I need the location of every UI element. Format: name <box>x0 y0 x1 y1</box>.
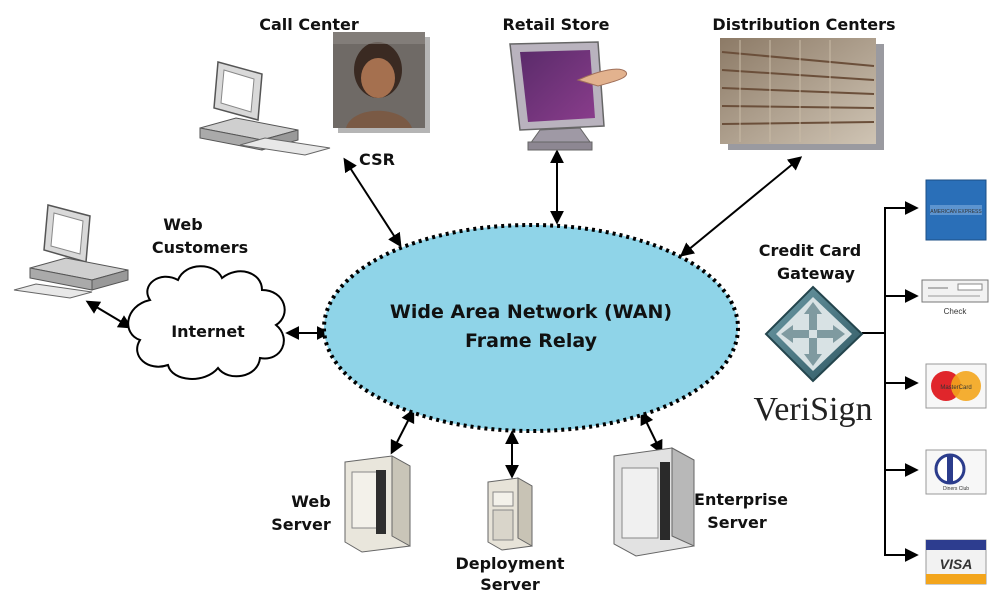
diners-club-icon: Diners Club <box>925 449 987 495</box>
call-center-label: Call Center <box>259 15 359 34</box>
retail-store-label: Retail Store <box>502 15 609 34</box>
enterprise-server-label-line2: Server <box>707 513 767 532</box>
visa-card-icon: VISA <box>925 539 987 585</box>
web-server-label-line2: Server <box>271 515 331 534</box>
verisign-logo: VeriSign <box>754 391 873 428</box>
distribution-centers-node: Distribution Centers <box>712 15 896 150</box>
web-server-label-line1: Web <box>291 492 330 511</box>
csr-label: CSR <box>359 150 395 169</box>
computer-icon <box>199 61 331 156</box>
mastercard-icon: MasterCard <box>925 363 987 409</box>
gateway-bracket <box>884 207 895 556</box>
web-customers-label-line1: Web <box>163 215 202 234</box>
amex-card-icon: AMERICAN EXPRESS <box>925 179 987 241</box>
enterprise-server-node: Enterprise Server <box>613 447 788 557</box>
computer-icon <box>13 204 129 299</box>
csr-photo-icon <box>333 32 430 133</box>
deployment-server-label-line2: Server <box>480 575 540 592</box>
gateway-diamond-icon <box>764 285 864 383</box>
internet-cloud: Internet <box>127 265 286 380</box>
payment-methods: AMERICAN EXPRESS Check MasterCard Diners… <box>921 179 989 585</box>
deployment-server-label-line1: Deployment <box>455 554 564 573</box>
svg-text:VISA: VISA <box>940 556 973 572</box>
warehouse-photo-icon <box>720 38 884 150</box>
link-webserver-wan <box>390 408 415 455</box>
wan-subtitle: Frame Relay <box>465 330 598 352</box>
cloud-icon <box>127 265 286 380</box>
link-distribution-wan <box>679 156 803 257</box>
touchscreen-kiosk-icon <box>509 41 628 151</box>
svg-text:AMERICAN EXPRESS: AMERICAN EXPRESS <box>930 209 982 215</box>
server-tower-icon <box>344 455 411 553</box>
retail-store-node: Retail Store <box>502 15 628 151</box>
enterprise-server-label-line1: Enterprise <box>694 490 788 509</box>
web-customers-node: Web Customers <box>13 204 248 299</box>
server-tower-icon <box>613 447 695 557</box>
wan-node: Wide Area Network (WAN) Frame Relay <box>322 223 740 433</box>
connectors <box>85 149 919 562</box>
deployment-server-node: Deployment Server <box>455 477 565 592</box>
gateway-label-line2: Gateway <box>777 264 856 283</box>
wan-ellipse <box>322 223 740 433</box>
wan-title: Wide Area Network (WAN) <box>390 301 672 323</box>
link-enterprise-wan <box>640 410 663 455</box>
check-icon: Check <box>921 279 989 316</box>
web-customers-label-line2: Customers <box>152 238 248 257</box>
gateway-label-line1: Credit Card <box>759 241 862 260</box>
link-webcustomer-internet <box>85 300 133 329</box>
check-label: Check <box>944 307 968 316</box>
call-center-node: Call Center CSR <box>199 15 430 169</box>
svg-text:Diners Club: Diners Club <box>943 486 969 492</box>
web-server-node: Web Server <box>271 455 411 553</box>
link-callcenter-wan <box>343 157 402 248</box>
svg-text:MasterCard: MasterCard <box>940 385 971 391</box>
credit-card-gateway-node: Credit Card Gateway VeriSign <box>754 241 873 428</box>
internet-label: Internet <box>171 322 245 341</box>
server-tower-icon <box>487 477 533 551</box>
distribution-centers-label: Distribution Centers <box>712 15 895 34</box>
